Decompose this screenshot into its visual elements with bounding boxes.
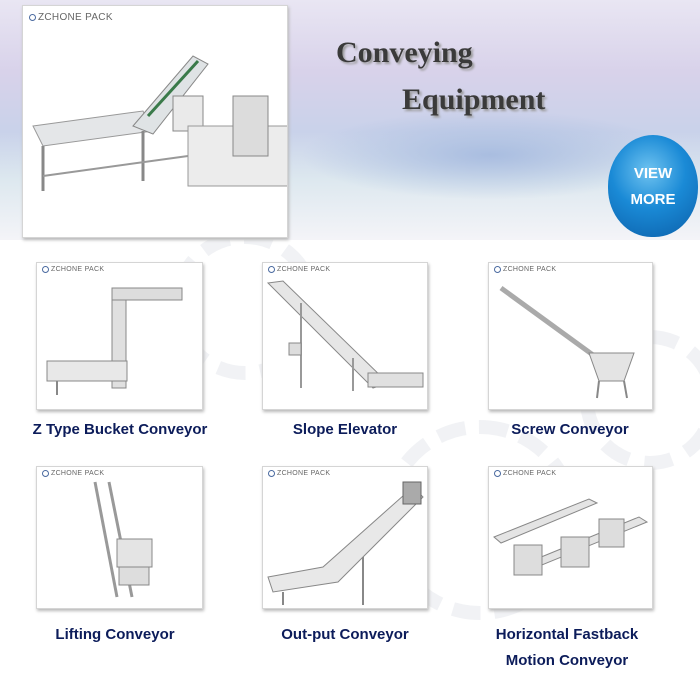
- product-label[interactable]: Out-put Conveyor: [281, 626, 409, 643]
- product-card-slope-elevator[interactable]: ZCHONE PACK: [262, 262, 428, 410]
- brand-text: ZCHONE PACK: [38, 12, 113, 23]
- gear-logo-icon: [42, 470, 49, 477]
- brand-logo: ZCHONE PACK: [29, 12, 113, 23]
- product-card-z-bucket[interactable]: ZCHONE PACK: [36, 262, 203, 410]
- brand-text: ZCHONE PACK: [503, 470, 557, 477]
- brand-logo: ZCHONE PACK: [268, 266, 330, 273]
- product-card-output-conveyor[interactable]: ZCHONE PACK: [262, 466, 428, 609]
- brand-logo: ZCHONE PACK: [494, 266, 556, 273]
- gear-logo-icon: [268, 470, 275, 477]
- product-label-line2[interactable]: Motion Conveyor: [505, 652, 629, 669]
- brand-text: ZCHONE PACK: [503, 266, 557, 273]
- lifting-conveyor-illustration: [93, 481, 153, 598]
- packing-machine-illustration: [32, 55, 287, 191]
- product-label[interactable]: Screw Conveyor: [511, 421, 629, 438]
- gear-logo-icon: [268, 266, 275, 273]
- hero-product-image: ZCHONE PACK: [22, 5, 288, 238]
- view-more-button[interactable]: VIEW MORE: [608, 135, 698, 237]
- gear-logo-icon: [494, 266, 501, 273]
- brand-text: ZCHONE PACK: [51, 266, 105, 273]
- gear-logo-icon: [42, 266, 49, 273]
- product-card-horizontal-fastback[interactable]: ZCHONE PACK: [488, 466, 653, 609]
- brand-text: ZCHONE PACK: [277, 470, 331, 477]
- product-card-lifting-conveyor[interactable]: ZCHONE PACK: [36, 466, 203, 609]
- product-label[interactable]: Lifting Conveyor: [55, 626, 175, 643]
- view-more-line1: VIEW: [633, 165, 673, 182]
- gear-logo-icon: [29, 14, 36, 21]
- view-more-line2: MORE: [630, 191, 676, 208]
- brand-logo: ZCHONE PACK: [42, 470, 104, 477]
- title-line1: Conveying: [336, 36, 473, 69]
- brand-logo: ZCHONE PACK: [42, 266, 104, 273]
- product-label[interactable]: Horizontal Fastback: [495, 626, 639, 643]
- horizontal-fastback-conveyor-illustration: [493, 498, 649, 576]
- z-bucket-conveyor-illustration: [46, 287, 183, 395]
- brand-text: ZCHONE PACK: [51, 470, 105, 477]
- gear-logo-icon: [494, 470, 501, 477]
- title-line2: Equipment: [402, 83, 546, 116]
- slope-elevator-illustration: [266, 280, 424, 391]
- screw-conveyor-illustration: [499, 285, 635, 399]
- brand-logo: ZCHONE PACK: [494, 470, 556, 477]
- product-label[interactable]: Slope Elevator: [292, 421, 398, 438]
- brand-text: ZCHONE PACK: [277, 266, 331, 273]
- output-conveyor-illustration: [267, 481, 424, 605]
- product-card-screw-conveyor[interactable]: ZCHONE PACK: [488, 262, 653, 410]
- brand-logo: ZCHONE PACK: [268, 470, 330, 477]
- product-label[interactable]: Z Type Bucket Conveyor: [32, 421, 208, 438]
